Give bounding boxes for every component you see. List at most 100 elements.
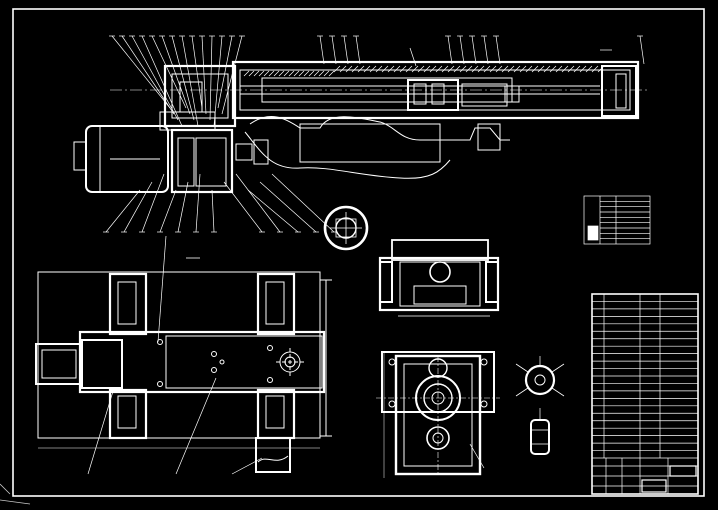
- title-stamp-box: [641, 479, 667, 493]
- leader-line: [159, 189, 177, 233]
- leader-line: [171, 35, 195, 121]
- hatch-line: [363, 65, 371, 73]
- hatch-line: [513, 65, 521, 73]
- hatch-line: [308, 70, 315, 77]
- hatch-line: [423, 65, 431, 73]
- hatch-line: [549, 65, 557, 73]
- leader-line: [195, 173, 201, 233]
- hatch-line: [405, 65, 413, 73]
- hatch-line: [507, 65, 515, 73]
- hatch-line: [453, 65, 461, 73]
- hatch-line: [323, 70, 330, 77]
- leader-line: [161, 35, 191, 115]
- hatch-line: [537, 65, 545, 73]
- flange-detail-view: [323, 205, 369, 251]
- hatch-line: [489, 65, 497, 73]
- hatch-line: [298, 70, 305, 77]
- hatch-line: [501, 65, 509, 73]
- hatch-line: [258, 70, 265, 77]
- leader-line: [141, 35, 183, 127]
- hatch-line: [278, 70, 285, 77]
- hatch-line: [303, 70, 310, 77]
- hatch-line: [248, 70, 255, 77]
- leader-line: [447, 35, 453, 65]
- hatch-line: [597, 65, 605, 73]
- title-name-box: [669, 465, 697, 477]
- legend-table: [583, 195, 651, 245]
- hatch-line: [293, 70, 300, 77]
- hatch-line: [399, 65, 407, 73]
- leader-line: [157, 235, 167, 343]
- hatch-line: [417, 65, 425, 73]
- hatch-line: [561, 65, 569, 73]
- leader-line: [177, 181, 189, 233]
- leader-line: [211, 189, 215, 233]
- hatch-line: [328, 70, 335, 77]
- leader-line: [223, 181, 263, 233]
- hatch-line: [283, 70, 290, 77]
- hatch-line: [429, 65, 437, 73]
- roller-detail-view: [515, 363, 565, 455]
- hatch-line: [313, 70, 320, 77]
- hatch-line: [471, 65, 479, 73]
- top-assembly-section-view: [73, 60, 650, 194]
- plan-view: [35, 257, 332, 473]
- leader-line: [495, 35, 501, 65]
- hatch-line: [333, 65, 341, 73]
- hatch-line: [339, 65, 347, 73]
- leader-line: [343, 35, 349, 65]
- leader-line: [247, 189, 299, 233]
- hatch-line: [465, 65, 473, 73]
- leader-line: [235, 173, 281, 233]
- leader-line: [191, 35, 203, 109]
- hatch-line: [357, 65, 365, 73]
- hatch-line: [591, 65, 599, 73]
- title-block-frame: [591, 293, 699, 495]
- leader-lines-mid: [87, 173, 541, 475]
- title-block: [591, 293, 699, 495]
- hatch-line: [268, 70, 275, 77]
- leader-line: [639, 35, 645, 65]
- leader-line: [409, 47, 417, 67]
- leader-line: [105, 189, 141, 233]
- leader-line: [201, 35, 207, 115]
- leader-line: [471, 35, 477, 65]
- legend-table-frame: [583, 195, 651, 245]
- leader-line: [355, 35, 361, 65]
- gear-side-view: [376, 351, 500, 478]
- hatch-line: [441, 65, 449, 73]
- hatch-line: [519, 65, 527, 73]
- leader-line: [181, 35, 199, 127]
- hatch-line: [459, 65, 467, 73]
- leader-line: [111, 35, 171, 109]
- leader-line: [271, 173, 335, 233]
- leader-line: [123, 181, 153, 233]
- hatch-line: [243, 70, 250, 77]
- leader-line: [331, 35, 337, 65]
- hatch-line: [579, 65, 587, 73]
- hatch-line: [531, 65, 539, 73]
- hatch-line: [393, 65, 401, 73]
- leader-line: [151, 35, 187, 109]
- leader-line: [483, 35, 489, 65]
- hatch-strip-upper: [243, 65, 605, 77]
- hatch-line: [543, 65, 551, 73]
- hatch-line: [585, 65, 593, 73]
- hatch-line: [573, 65, 581, 73]
- sheet-border: [12, 8, 705, 497]
- front-view: [378, 239, 500, 317]
- hatch-line: [483, 65, 491, 73]
- leader-line: [221, 35, 243, 115]
- corner-mark: [0, 483, 31, 505]
- leader-line: [121, 35, 175, 115]
- hatch-line: [495, 65, 503, 73]
- hatch-line: [288, 70, 295, 77]
- leader-lines-top: [109, 35, 645, 127]
- hatch-line: [273, 70, 280, 77]
- hatch-line: [477, 65, 485, 73]
- hatch-line: [345, 65, 353, 73]
- hatch-line: [555, 65, 563, 73]
